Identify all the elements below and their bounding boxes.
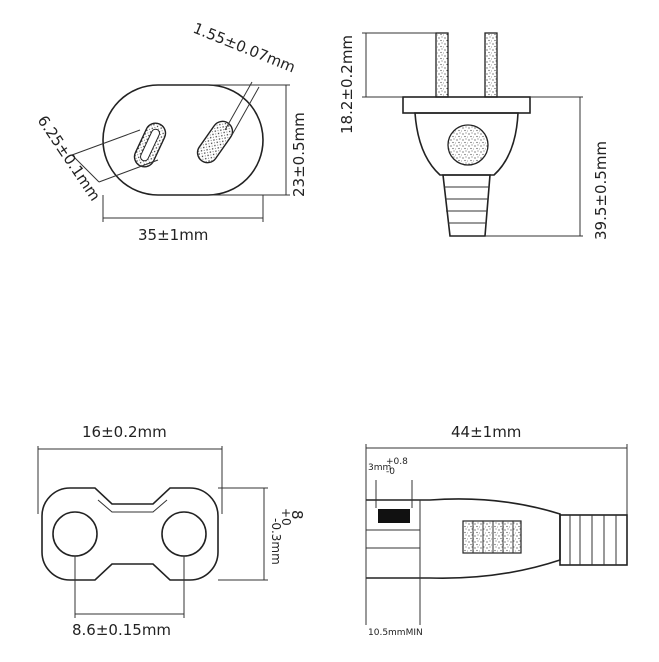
plug-face-pin-diameter-label: 1.55±0.07mm [191, 19, 298, 76]
socket-face-height-tol-minus: -0.3mm [269, 518, 283, 565]
plug-side-view: 18.2±0.2mm 39.5±0.5mm [338, 32, 610, 240]
plug-face-width-label: 35±1mm [138, 226, 208, 244]
plug-side-core [447, 124, 489, 166]
plug-face-height-label: 23±0.5mm [290, 112, 308, 197]
plug-side-pin-right [484, 32, 498, 98]
plug-face-view: 1.55±0.07mm 6.25±0.1mm 35±1mm 23±0.5mm [34, 19, 308, 244]
socket-face-hole-left [52, 511, 98, 557]
plug-face-pin-left [133, 122, 167, 168]
socket-side-insert-tol-minus: -0 [386, 467, 395, 477]
socket-face-outline [41, 487, 219, 581]
socket-face-height-tol-plus: +0 [279, 508, 293, 526]
plug-face-pin-spacing-label: 6.25±0.1mm [34, 112, 104, 204]
socket-side-grip [462, 520, 522, 554]
socket-face-height-main: 8 [288, 510, 306, 520]
socket-side-insert [378, 509, 410, 523]
plug-side-flange [402, 96, 531, 114]
socket-face-inner-key [97, 499, 168, 513]
socket-face-hole-right [161, 511, 207, 557]
plug-face-pin-right [196, 120, 234, 164]
plug-side-body-length-label: 39.5±0.5mm [592, 141, 610, 240]
socket-side-insert-depth-label: 3mm [368, 463, 391, 473]
socket-side-view: 44±1mm 3mm +0.8 -0 10.5mmMIN [365, 423, 628, 638]
socket-face-view: 16±0.2mm 8.6±0.15mm 8 +0 -0.3mm [37, 423, 306, 639]
plug-side-strain-relief [442, 174, 491, 237]
socket-side-insert-tol-plus: +0.8 [386, 457, 408, 467]
socket-face-hole-spacing-label: 8.6±0.15mm [72, 621, 171, 639]
plug-side-pin-length-label: 18.2±0.2mm [338, 35, 356, 134]
plug-side-pin-left [435, 32, 449, 98]
plug-face-outline [102, 84, 264, 196]
socket-side-min-length-label: 10.5mmMIN [368, 628, 423, 638]
socket-side-length-label: 44±1mm [451, 423, 521, 441]
socket-face-width-label: 16±0.2mm [82, 423, 167, 441]
socket-side-strain-relief [559, 514, 628, 566]
plug-side-body [414, 112, 519, 176]
